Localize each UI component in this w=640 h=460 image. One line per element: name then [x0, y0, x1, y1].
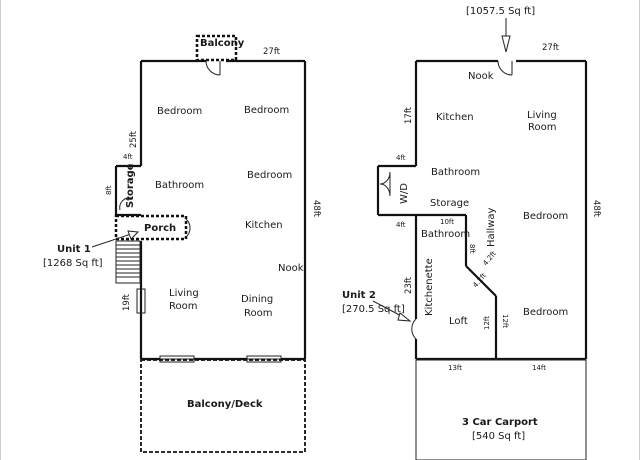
unit1-balcony-door [205, 60, 221, 76]
unit2-kitchenette-door [411, 318, 417, 340]
unit2-wd-label: W/D [399, 183, 410, 204]
unit2-area: [270.5 Sq ft] [342, 304, 405, 315]
unit1-callout-arrow [91, 232, 135, 248]
unit1-kitchen: Kitchen [245, 220, 283, 231]
unit1-dim-right: 48ft [311, 200, 321, 218]
unit2-walls [376, 59, 588, 361]
unit2-living-room-2: Room [528, 122, 556, 133]
unit2-carport [415, 359, 587, 460]
unit1-left-window [136, 288, 146, 314]
unit2-dim-wd-top: 4ft [396, 154, 406, 162]
unit1-balcony-label: Balcony [200, 38, 245, 49]
unit2-bedroom-2: Bedroom [523, 307, 568, 318]
unit2-carport-label: 3 Car Carport [462, 417, 538, 428]
unit1-dim-storage-height: 8ft [105, 185, 113, 195]
unit2-dim-13ft: 13ft [448, 364, 462, 372]
unit2-dim-8ft: 8ft [468, 244, 476, 254]
unit2-dim-wd-bottom: 4ft [396, 221, 406, 229]
unit1-porch-door [185, 218, 191, 238]
unit1-bedroom-1: Bedroom [157, 106, 202, 117]
unit2-bathroom-upper: Bathroom [431, 167, 480, 178]
unit1-stairs [115, 240, 141, 284]
unit2-dim-12ft-a: 12ft [483, 316, 491, 330]
unit1-living-room-1: Living [169, 288, 199, 299]
unit1-bedroom-2: Bedroom [244, 105, 289, 116]
unit2-storage: Storage [430, 198, 469, 209]
unit1-dim-top: 27ft [263, 47, 281, 57]
unit1-bathroom: Bathroom [155, 180, 204, 191]
unit2-dim-12ft-b: 12ft [501, 314, 509, 328]
unit1-dining-room-2: Room [244, 308, 272, 319]
unit2-nook: Nook [468, 71, 494, 82]
unit2-hallway: Hallway [486, 207, 497, 247]
unit2-dim-left-upper: 17ft [404, 106, 414, 124]
unit1-dining-room-1: Dining [241, 294, 273, 305]
unit1-porch [114, 214, 188, 241]
unit2-dim-top: 27ft [542, 43, 560, 53]
unit2-loft: Loft [449, 316, 468, 327]
unit2-callout-arrowhead [397, 312, 412, 322]
unit2-bedroom-1: Bedroom [523, 211, 568, 222]
unit2-dim-right: 48ft [591, 200, 601, 218]
unit1-area: [1268 Sq ft] [43, 258, 103, 269]
unit2-dim-left-lower: 23ft [404, 276, 414, 294]
unit1-storage-label: Storage [125, 163, 136, 208]
unit2-nook-door [497, 60, 513, 76]
unit1-storage-door [119, 197, 133, 211]
unit2-dim-bath-width: 10ft [440, 218, 454, 226]
unit3-area: [1057.5 Sq ft] [466, 6, 535, 17]
unit2-bathroom-lower: Bathroom [421, 229, 470, 240]
unit1-dim-lower-left: 19ft [122, 293, 132, 311]
unit1-deck-label: Balcony/Deck [187, 399, 263, 410]
unit1-deck [140, 359, 306, 453]
unit1-nook: Nook [278, 263, 304, 274]
unit2-kitchenette: Kitchenette [424, 258, 435, 316]
unit2-living-room-1: Living [527, 110, 557, 121]
unit2-dim-14ft: 14ft [532, 364, 546, 372]
unit1-porch-label: Porch [144, 223, 176, 234]
unit1-sliding-doors [159, 355, 282, 363]
unit2-kitchen: Kitchen [436, 112, 474, 123]
unit1-bedroom-3: Bedroom [247, 170, 292, 181]
unit1-top-balcony [195, 34, 238, 62]
unit2-wd-closet: W/D [379, 171, 410, 204]
unit3-arrowhead [501, 35, 511, 53]
unit1-label: Unit 1 [57, 244, 91, 255]
unit2-carport-area: [540 Sq ft] [472, 431, 525, 442]
unit1-dim-left-upper: 25ft [129, 130, 139, 148]
unit2-dim-diag-1: 4.2ft [481, 250, 498, 268]
unit2-label: Unit 2 [342, 290, 376, 301]
unit1-living-room-2: Room [169, 301, 197, 312]
unit1-dim-storage-width: 4ft [123, 153, 133, 161]
unit1-callout-arrowhead [127, 230, 140, 240]
